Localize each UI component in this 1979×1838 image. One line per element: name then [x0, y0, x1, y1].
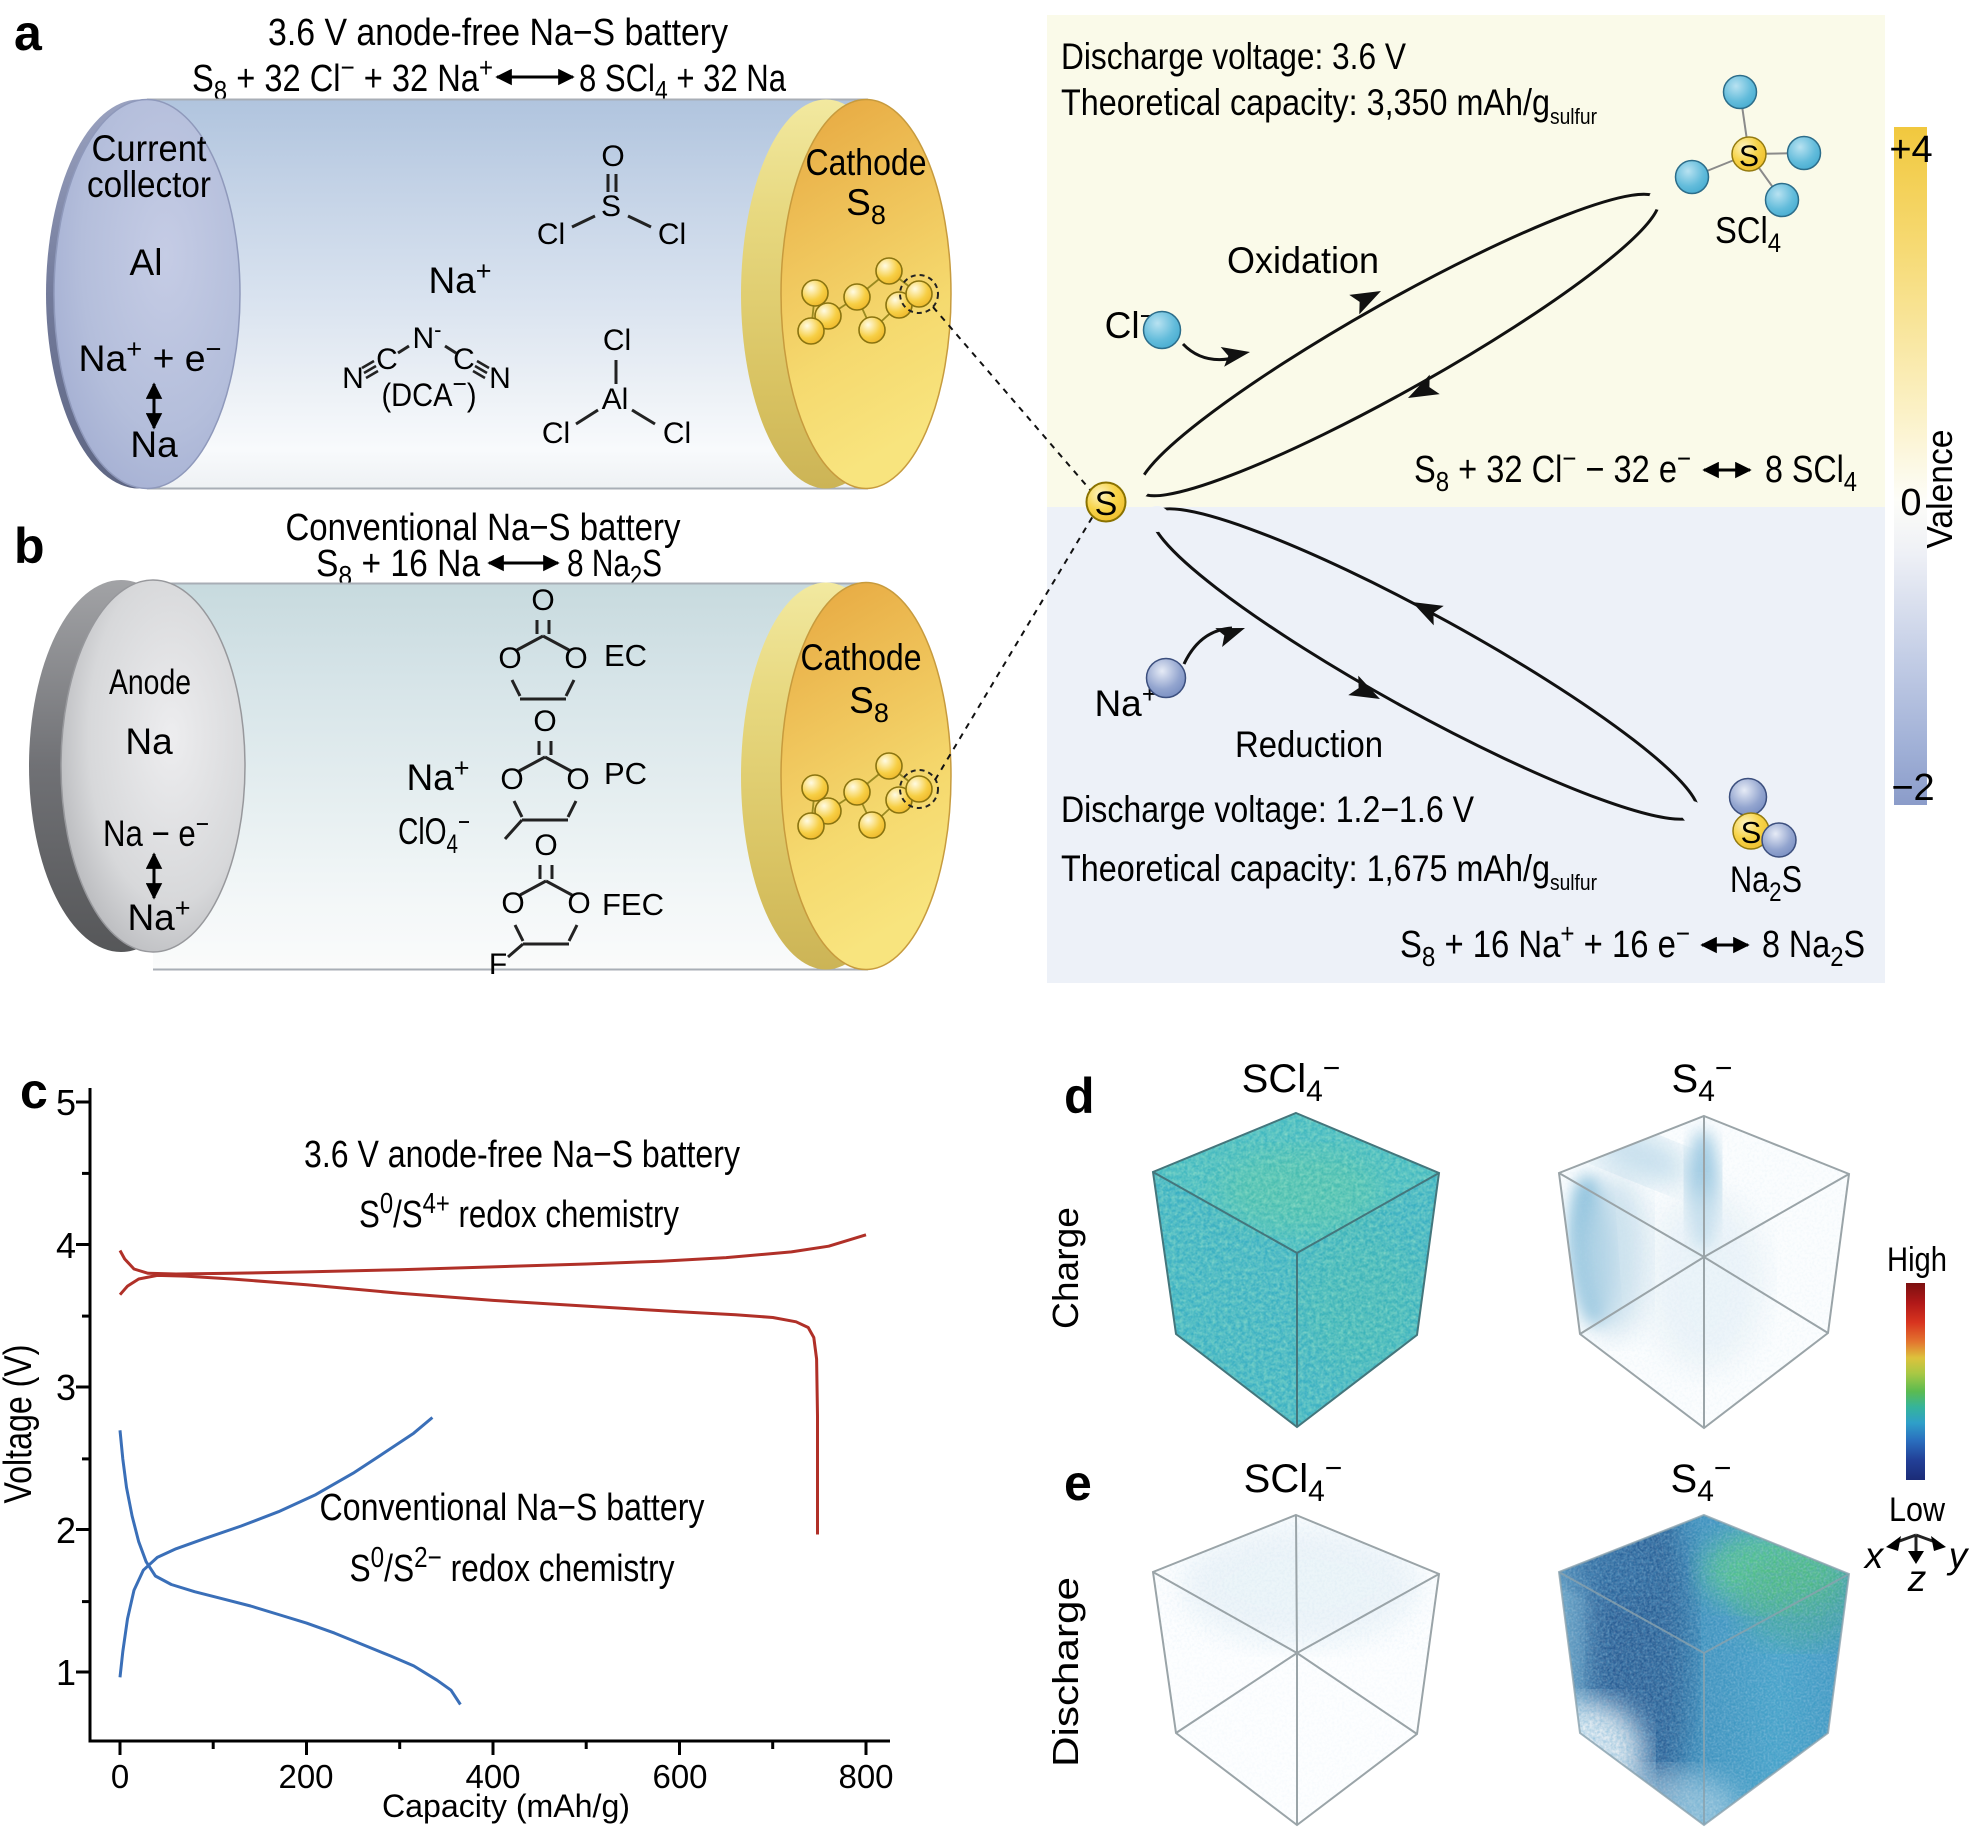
svg-text:Charge: Charge: [1045, 1207, 1086, 1329]
svg-text:Na: Na: [130, 424, 178, 465]
svg-text:High: High: [1887, 1241, 1947, 1279]
svg-text:d: d: [1064, 1068, 1095, 1124]
svg-text:S: S: [1095, 485, 1118, 523]
svg-text:Discharge voltage: 1.2−1.6 V: Discharge voltage: 1.2−1.6 V: [1061, 789, 1474, 830]
svg-text:0: 0: [111, 1758, 129, 1795]
svg-text:O: O: [564, 642, 587, 675]
svg-text:e: e: [1064, 1455, 1092, 1511]
svg-text:4: 4: [56, 1225, 76, 1266]
svg-text:Cl: Cl: [603, 324, 631, 357]
svg-text:O: O: [601, 140, 624, 173]
svg-text:8 SCl4: 8 SCl4: [1765, 449, 1857, 497]
svg-text:600: 600: [652, 1758, 707, 1795]
svg-text:O: O: [498, 642, 521, 675]
svg-text:Capacity (mAh/g): Capacity (mAh/g): [382, 1788, 630, 1824]
svg-text:Cathode: Cathode: [801, 637, 922, 678]
svg-text:5: 5: [56, 1082, 76, 1123]
svg-text:200: 200: [278, 1758, 333, 1795]
svg-text:collector: collector: [87, 164, 211, 205]
svg-text:Cl: Cl: [658, 218, 686, 251]
svg-text:Na2S: Na2S: [1730, 859, 1802, 907]
svg-text:Conventional Na−S battery: Conventional Na−S battery: [320, 1487, 705, 1529]
svg-text:S4−: S4−: [1671, 1452, 1732, 1508]
svg-text:O: O: [566, 763, 589, 796]
svg-text:S0/S2− redox chemistry: S0/S2− redox chemistry: [350, 1542, 675, 1590]
svg-text:S0/S4+ redox chemistry: S0/S4+ redox chemistry: [359, 1188, 679, 1236]
svg-text:3: 3: [56, 1367, 76, 1408]
svg-text:Cathode: Cathode: [806, 142, 927, 183]
svg-text:+4: +4: [1889, 129, 1932, 171]
svg-text:S8: S8: [846, 182, 886, 230]
svg-text:800: 800: [838, 1758, 893, 1795]
svg-text:O: O: [534, 829, 557, 862]
svg-text:Cl: Cl: [537, 218, 565, 251]
svg-text:Anode: Anode: [109, 663, 191, 702]
svg-text:Na+ + e−: Na+ + e−: [78, 334, 221, 379]
svg-text:a: a: [14, 5, 43, 61]
svg-text:Cl: Cl: [542, 417, 570, 450]
svg-text:Valence: Valence: [1919, 430, 1960, 549]
svg-text:0: 0: [1900, 482, 1921, 524]
svg-text:c: c: [20, 1063, 48, 1119]
svg-text:Na+: Na+: [406, 753, 469, 798]
svg-text:N: N: [489, 362, 511, 395]
svg-text:1: 1: [56, 1652, 76, 1693]
svg-text:Cl: Cl: [663, 417, 691, 450]
svg-text:C: C: [376, 343, 398, 376]
svg-text:PC: PC: [604, 756, 647, 791]
svg-text:O: O: [533, 705, 556, 738]
svg-text:S8 + 32 Cl− + 32 Na+: S8 + 32 Cl− + 32 Na+: [192, 52, 493, 106]
svg-text:8 SCl4 + 32 Na: 8 SCl4 + 32 Na: [579, 58, 787, 106]
svg-text:x: x: [1863, 1535, 1885, 1576]
svg-text:8 Na2S: 8 Na2S: [1762, 924, 1865, 972]
svg-text:O: O: [531, 584, 554, 617]
svg-text:Discharge: Discharge: [1045, 1577, 1086, 1767]
svg-text:Na − e−: Na − e−: [103, 809, 209, 854]
svg-text:O: O: [567, 887, 590, 920]
svg-text:Discharge voltage: 3.6 V: Discharge voltage: 3.6 V: [1061, 36, 1406, 77]
svg-text:Reduction: Reduction: [1235, 724, 1383, 765]
svg-text:Theoretical capacity: 1,675 mA: Theoretical capacity: 1,675 mAh/gsulfur: [1061, 848, 1597, 895]
svg-text:EC: EC: [604, 638, 647, 673]
svg-text:S: S: [1739, 140, 1759, 173]
svg-text:F: F: [489, 948, 507, 981]
svg-text:Na: Na: [125, 721, 173, 762]
svg-text:C: C: [453, 343, 475, 376]
svg-text:Theoretical capacity: 3,350 mA: Theoretical capacity: 3,350 mAh/gsulfur: [1061, 82, 1597, 129]
svg-text:Current: Current: [92, 128, 208, 169]
svg-text:S8 + 32 Cl− − 32 e−: S8 + 32 Cl− − 32 e−: [1414, 443, 1691, 497]
svg-text:2: 2: [56, 1510, 76, 1551]
svg-text:Low: Low: [1889, 1491, 1945, 1529]
svg-text:3.6 V anode-free Na−S battery: 3.6 V anode-free Na−S battery: [304, 1134, 740, 1176]
svg-text:O: O: [501, 887, 524, 920]
svg-text:S: S: [601, 190, 621, 223]
svg-text:−2: −2: [1891, 767, 1934, 809]
svg-text:Al: Al: [130, 242, 163, 283]
svg-text:S: S: [1741, 815, 1762, 850]
svg-text:b: b: [14, 518, 45, 574]
svg-text:3.6 V anode-free Na−S battery: 3.6 V anode-free Na−S battery: [268, 12, 728, 54]
svg-text:y: y: [1946, 1535, 1970, 1576]
svg-text:Conventional Na−S battery: Conventional Na−S battery: [286, 507, 681, 549]
svg-text:z: z: [1907, 1558, 1927, 1599]
svg-text:O: O: [500, 763, 523, 796]
svg-text:Oxidation: Oxidation: [1227, 240, 1379, 281]
svg-text:FEC: FEC: [602, 887, 664, 922]
svg-text:Al: Al: [602, 383, 629, 416]
svg-text:N: N: [342, 362, 364, 395]
svg-text:400: 400: [465, 1758, 520, 1795]
svg-text:S8 + 16 Na+ + 16 e−: S8 + 16 Na+ + 16 e−: [1400, 918, 1690, 972]
svg-text:Voltage (V): Voltage (V): [0, 1345, 40, 1504]
